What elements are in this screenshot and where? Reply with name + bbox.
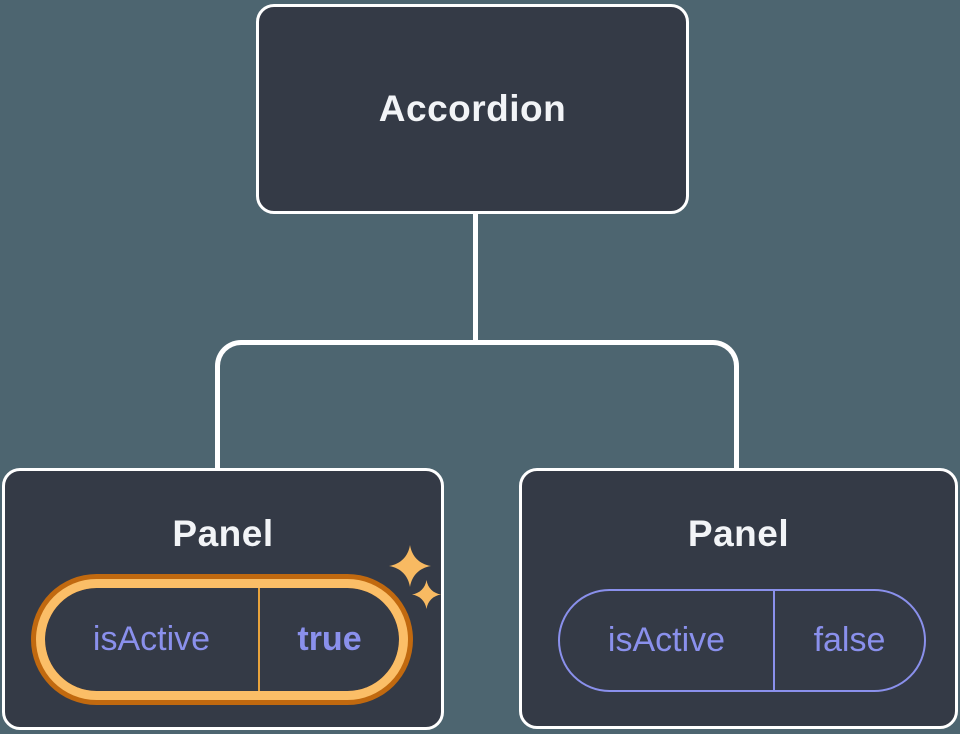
state-name: isActive — [607, 621, 726, 659]
state-pill-inactive: isActive false — [558, 589, 926, 692]
connector-bracket — [215, 340, 739, 468]
panel-node-label: Panel — [687, 513, 790, 554]
panel-node-inactive: Panel isActive false — [519, 468, 958, 729]
state-value: false — [813, 621, 886, 659]
sparkle-icon-large — [389, 545, 431, 587]
accordion-node: Accordion — [256, 4, 689, 214]
pill-divider — [773, 591, 775, 690]
connector-stem — [473, 212, 478, 343]
sparkle-icon-small — [412, 580, 441, 609]
accordion-node-label: Accordion — [378, 88, 567, 129]
state-pill-active: isActive true — [45, 588, 399, 691]
state-value: true — [297, 620, 362, 658]
pill-divider — [258, 588, 260, 691]
panel-node-label: Panel — [172, 513, 274, 554]
panel-node-active: Panel isActive true — [2, 468, 444, 730]
state-name: isActive — [92, 620, 211, 658]
